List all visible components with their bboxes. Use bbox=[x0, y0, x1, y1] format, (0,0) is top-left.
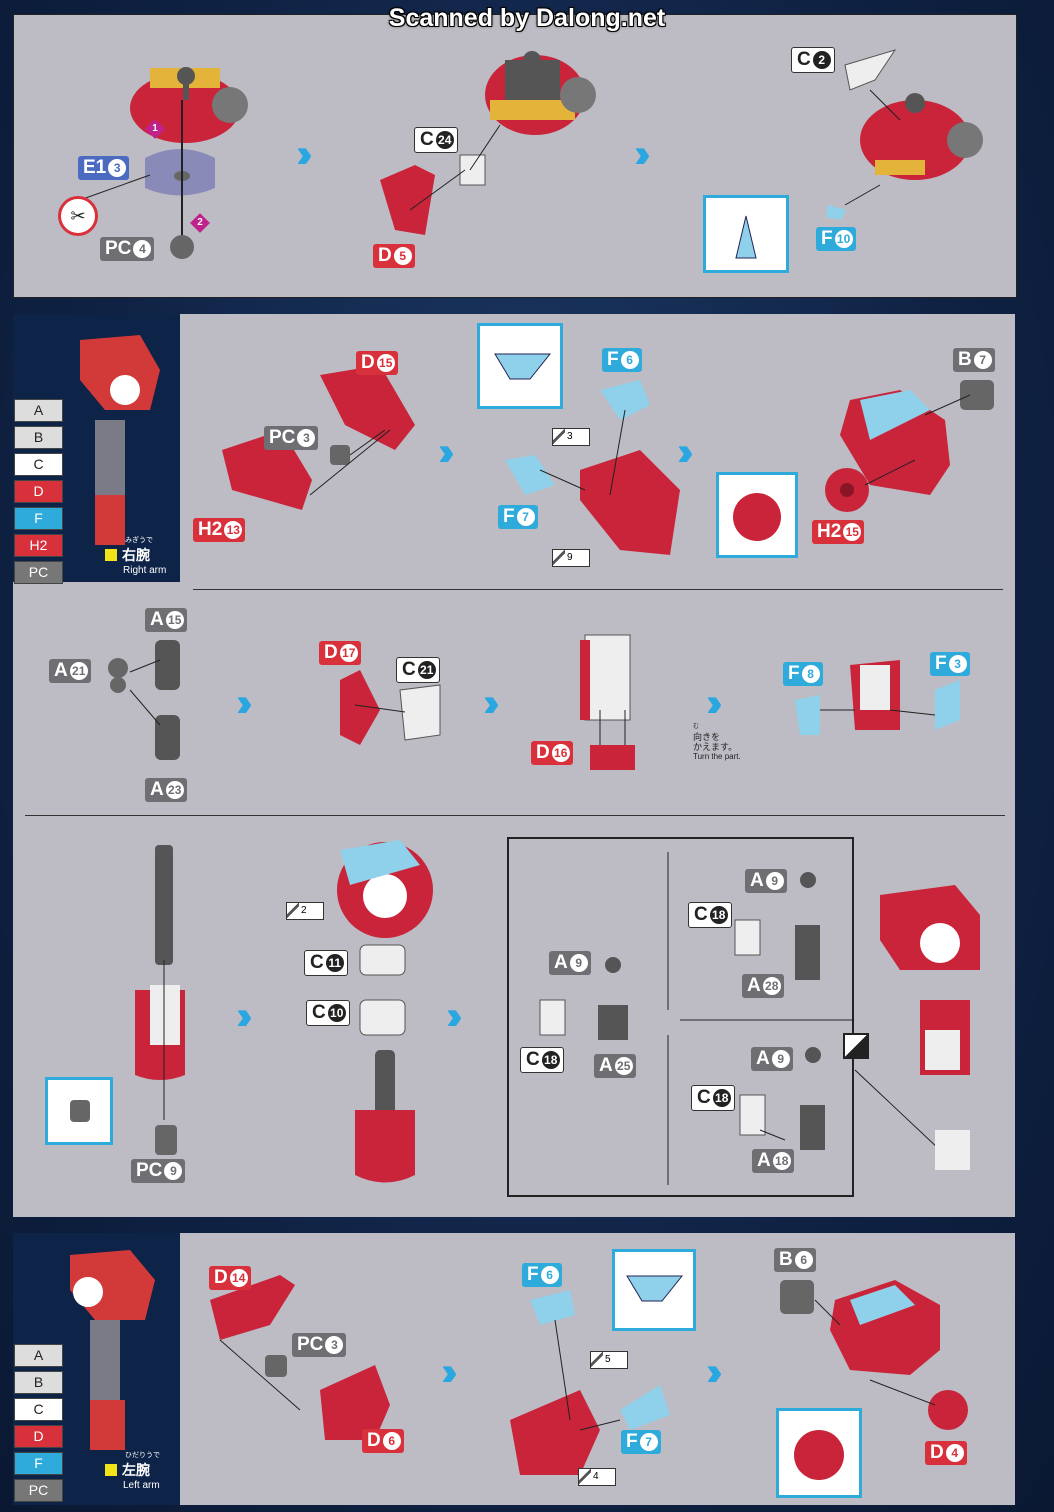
legend-item: PC bbox=[14, 1479, 63, 1502]
d5-part bbox=[380, 165, 435, 235]
chevron-right-icon: ›› bbox=[236, 994, 252, 1038]
d15-part bbox=[320, 365, 415, 450]
callout-h2-15 bbox=[716, 472, 798, 558]
no-cut-icon: ✂ bbox=[58, 196, 98, 236]
legend-item: C bbox=[14, 453, 63, 476]
shoulder-assembly bbox=[580, 450, 680, 555]
torso-part-3 bbox=[860, 93, 983, 180]
step-mark-icon: 4 bbox=[578, 1468, 616, 1486]
a15-part bbox=[155, 640, 180, 690]
h2-13-part bbox=[222, 430, 312, 510]
scan-watermark: Scanned by Dalong.net bbox=[388, 4, 666, 32]
chevron-right-icon: ›› bbox=[483, 681, 499, 725]
callout-f6-left bbox=[612, 1249, 696, 1331]
step-mark-icon: 5 bbox=[590, 1351, 628, 1369]
legend-item: A bbox=[14, 399, 63, 422]
chevron-right-icon: ›› bbox=[706, 681, 722, 725]
color-swatch bbox=[105, 1464, 117, 1476]
chevron-right-icon: ›› bbox=[706, 1350, 722, 1394]
chevron-right-icon: ›› bbox=[296, 132, 312, 176]
step-mark-icon: 3 bbox=[552, 428, 590, 446]
legend-item: F bbox=[14, 1452, 63, 1475]
legend-item: A bbox=[14, 1344, 63, 1367]
legend-item: D bbox=[14, 1425, 63, 1448]
left-arm-figure bbox=[70, 1250, 155, 1450]
right-arm-label: みぎうで 右腕 Right arm bbox=[105, 535, 166, 576]
legend-item: B bbox=[14, 426, 63, 449]
legend-item: D bbox=[14, 480, 63, 503]
chevron-right-icon: ›› bbox=[438, 430, 454, 474]
turn-note: む 向きを かえます。 Turn the part. bbox=[693, 724, 741, 761]
legend-item: C bbox=[14, 1398, 63, 1421]
legend-item: F bbox=[14, 507, 63, 530]
legend-item: PC bbox=[14, 561, 63, 584]
callout-pc9 bbox=[45, 1077, 113, 1145]
chevron-right-icon: ›› bbox=[236, 681, 252, 725]
e1-part bbox=[145, 149, 215, 196]
order-mark-1: 1 bbox=[145, 119, 165, 139]
step-mark-icon: 9 bbox=[552, 549, 590, 567]
callout-d4 bbox=[776, 1408, 862, 1498]
order-mark-2: 2 bbox=[190, 213, 210, 233]
step-mark-icon: 2 bbox=[286, 902, 324, 920]
legend-item: H2 bbox=[14, 534, 63, 557]
callout-f6-right bbox=[477, 323, 563, 409]
torso-part-2 bbox=[485, 51, 596, 135]
chevron-right-icon: ›› bbox=[634, 132, 650, 176]
color-swatch bbox=[105, 549, 117, 561]
divider bbox=[25, 815, 1005, 816]
right-arm-figure bbox=[80, 335, 160, 545]
left-arm-label: ひだりうで 左腕 Left arm bbox=[105, 1450, 160, 1491]
mirror-icon bbox=[843, 1033, 869, 1059]
legend-item: B bbox=[14, 1371, 63, 1394]
chevron-right-icon: ›› bbox=[446, 994, 462, 1038]
divider bbox=[193, 589, 1003, 590]
chevron-right-icon: ›› bbox=[441, 1350, 457, 1394]
chevron-right-icon: ›› bbox=[677, 430, 693, 474]
callout-f10 bbox=[703, 195, 789, 273]
